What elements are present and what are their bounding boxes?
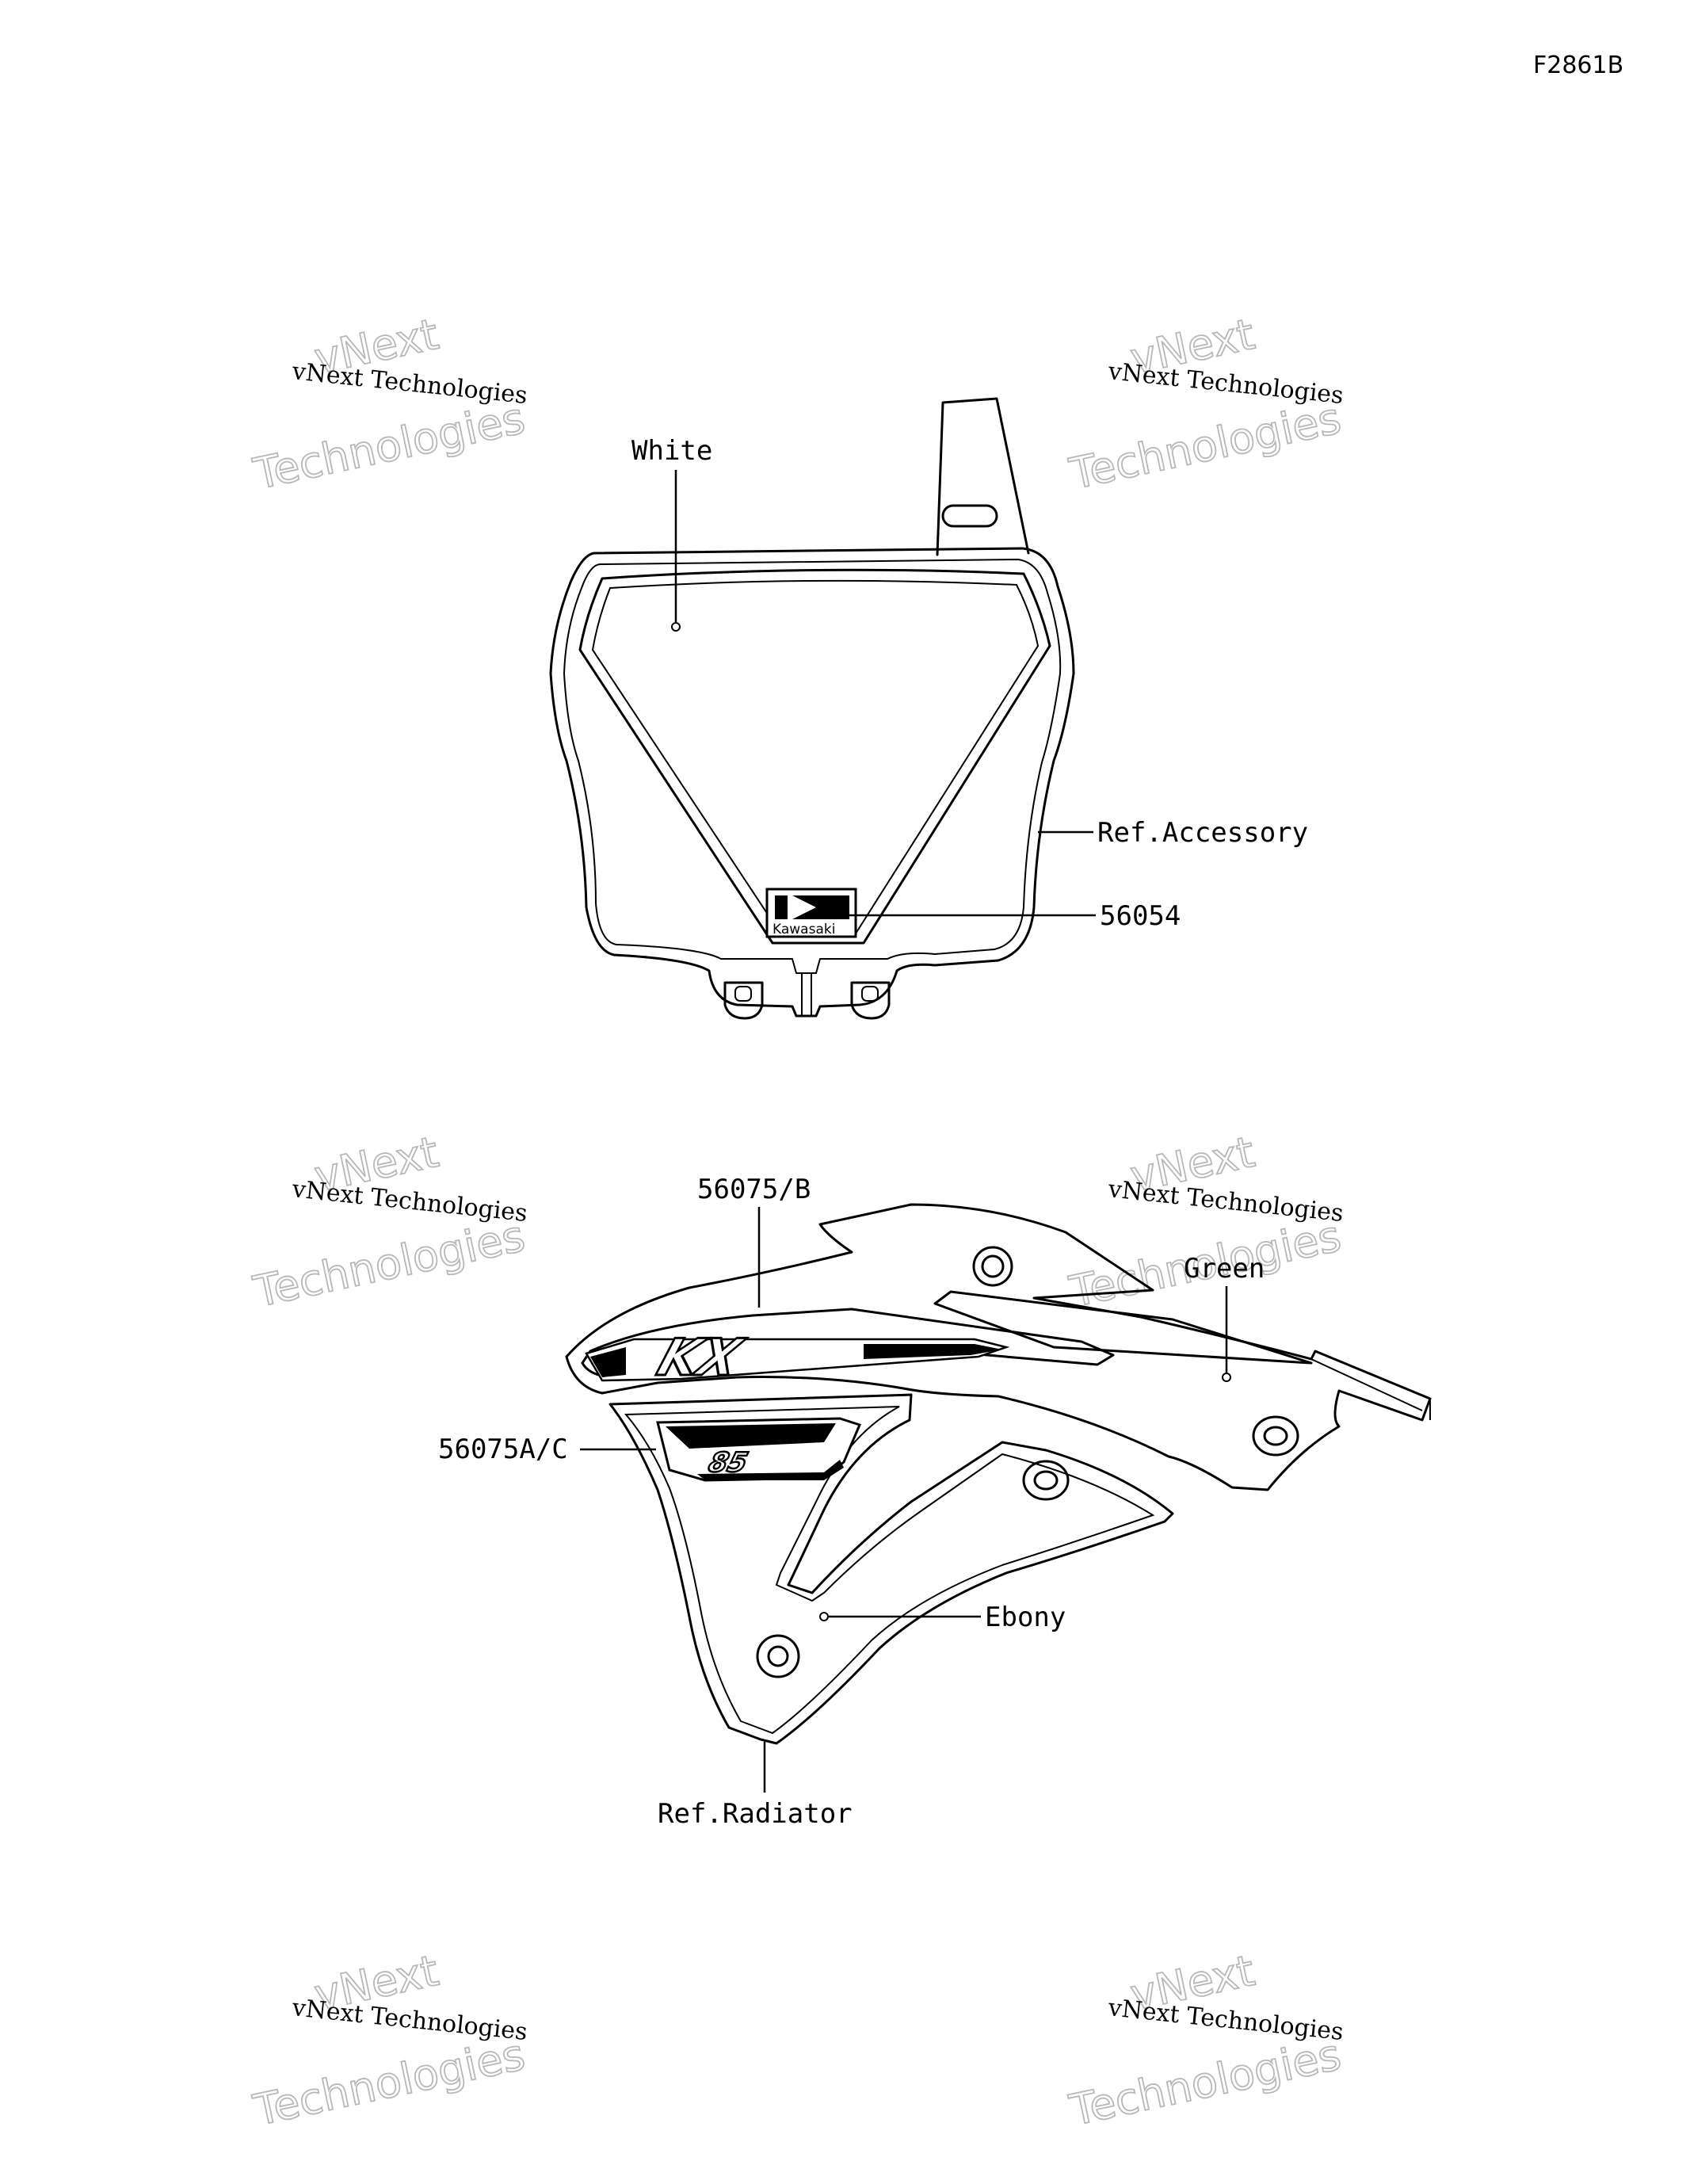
shroud-lower-inner	[624, 1406, 1155, 1735]
number-plate-callouts: White Ref.Accessory 56054	[631, 435, 1308, 932]
callout-ref-radiator: Ref.Radiator	[658, 1798, 853, 1830]
plate-mount-tab	[936, 397, 1030, 556]
logo-text: Kawasaki	[773, 922, 835, 937]
watermark-large-bottom: Technologies	[249, 2029, 528, 2136]
leader-dot-ebony	[819, 1612, 829, 1621]
kx-decal-stripe-right	[864, 1344, 1002, 1359]
callout-green: Green	[1184, 1253, 1265, 1285]
shroud-lower-grommet	[1022, 1460, 1070, 1501]
shroud-bottom-grommet	[756, 1634, 800, 1678]
watermark-row-2-left: vNext Technologies vNext Technologies	[248, 1126, 529, 1318]
watermark-large-bottom: Technologies	[249, 1211, 528, 1317]
figure-code: F2861B	[1533, 52, 1623, 79]
callout-56075a-c: 56075A/C	[438, 1434, 568, 1465]
shroud-bottom-grommet-inner	[767, 1645, 789, 1667]
callout-56054: 56054	[1100, 900, 1181, 932]
shroud-callouts: 56075/B Green 56075A/C Ebony Ref.Radiato…	[438, 1174, 1265, 1830]
shroud-upper-bolt-inner	[981, 1254, 1005, 1278]
shroud-lower-outline	[608, 1393, 1174, 1745]
watermark-row-1-right: vNext Technologies vNext Technologies	[1064, 308, 1345, 500]
logo-k-arm-icon	[792, 895, 849, 919]
watermark-small: vNext Technologies	[1106, 1994, 1345, 2046]
watermark-small: vNext Technologies	[1106, 357, 1345, 410]
shroud-lower-grommet-inner	[1033, 1470, 1059, 1491]
plate-number-field-inner	[591, 579, 1040, 934]
watermark-small: vNext Technologies	[1106, 1175, 1345, 1228]
callout-ref-accessory: Ref.Accessory	[1097, 817, 1308, 849]
watermark-small: vNext Technologies	[290, 1175, 528, 1228]
shroud-upper-outline	[565, 1203, 1432, 1491]
callout-ebony: Ebony	[985, 1602, 1066, 1633]
watermark-row-3-right: vNext Technologies vNext Technologies	[1064, 1945, 1345, 2136]
leader-dot-green	[1222, 1373, 1231, 1382]
plate-bolt-hole-left	[734, 986, 752, 1002]
plate-bolt-tab-left	[723, 981, 764, 1020]
watermark-large-bottom: Technologies	[249, 393, 528, 499]
shroud-right-grommet	[1252, 1415, 1299, 1457]
number-plate-drawing	[549, 397, 1075, 1020]
shroud-drawing: KX 85	[565, 1203, 1432, 1745]
watermark-row-3-left: vNext Technologies vNext Technologies	[248, 1945, 529, 2136]
plate-outer-outline	[549, 547, 1075, 1018]
shroud-stripe-upper	[933, 1290, 1313, 1365]
shroud-upper-bolt	[972, 1246, 1013, 1287]
watermark-small: vNext Technologies	[290, 1994, 528, 2046]
callout-56075-b: 56075/B	[697, 1174, 811, 1205]
plate-number-field	[578, 568, 1051, 945]
logo-k-stem-icon	[775, 895, 788, 919]
watermark-row-1-left: vNext Technologies vNext Technologies	[248, 308, 529, 500]
badge-85-bottom-stripe	[697, 1460, 844, 1480]
kx-decal-stripe-left	[590, 1347, 626, 1377]
watermark-row-2-right: vNext Technologies vNext Technologies	[1064, 1126, 1345, 1318]
shroud-right-grommet-inner	[1263, 1426, 1288, 1446]
plate-bolt-hole-right	[861, 986, 879, 1002]
plate-tab-slot	[941, 504, 998, 528]
shroud-tip-inner	[1310, 1350, 1423, 1411]
watermark-large-bottom: Technologies	[1065, 393, 1345, 499]
leader-dot-white	[671, 622, 681, 632]
watermark-large-bottom: Technologies	[1065, 2029, 1345, 2136]
callout-white: White	[631, 435, 712, 467]
plate-bolt-tab-right	[850, 981, 891, 1020]
watermark-small: vNext Technologies	[290, 357, 528, 410]
kawasaki-logo-decal: Kawasaki	[765, 888, 857, 938]
badge-85-top-stripe	[666, 1423, 836, 1449]
plate-inner-outline	[563, 558, 1062, 974]
